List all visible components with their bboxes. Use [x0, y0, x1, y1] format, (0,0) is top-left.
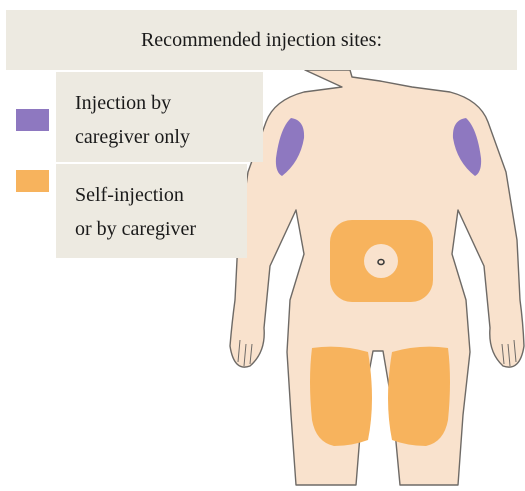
- right-thigh-site: [388, 347, 450, 446]
- legend-swatch-caregiver-only: [16, 109, 49, 131]
- legend-caregiver-line-2: caregiver only: [75, 120, 263, 154]
- legend-swatch-self-or-caregiver: [16, 170, 49, 192]
- left-thigh-site: [310, 347, 372, 446]
- title-panel: Recommended injection sites:: [6, 10, 517, 70]
- legend-label-self-or-caregiver: Self-injection or by caregiver: [56, 164, 247, 258]
- legend-caregiver-line-1: Injection by: [75, 86, 263, 120]
- legend-self-line-1: Self-injection: [75, 178, 247, 212]
- diagram-title: Recommended injection sites:: [141, 29, 382, 52]
- legend-self-line-2: or by caregiver: [75, 212, 247, 246]
- navel-exclusion-zone: [364, 244, 398, 278]
- legend-label-caregiver-only: Injection by caregiver only: [56, 72, 263, 162]
